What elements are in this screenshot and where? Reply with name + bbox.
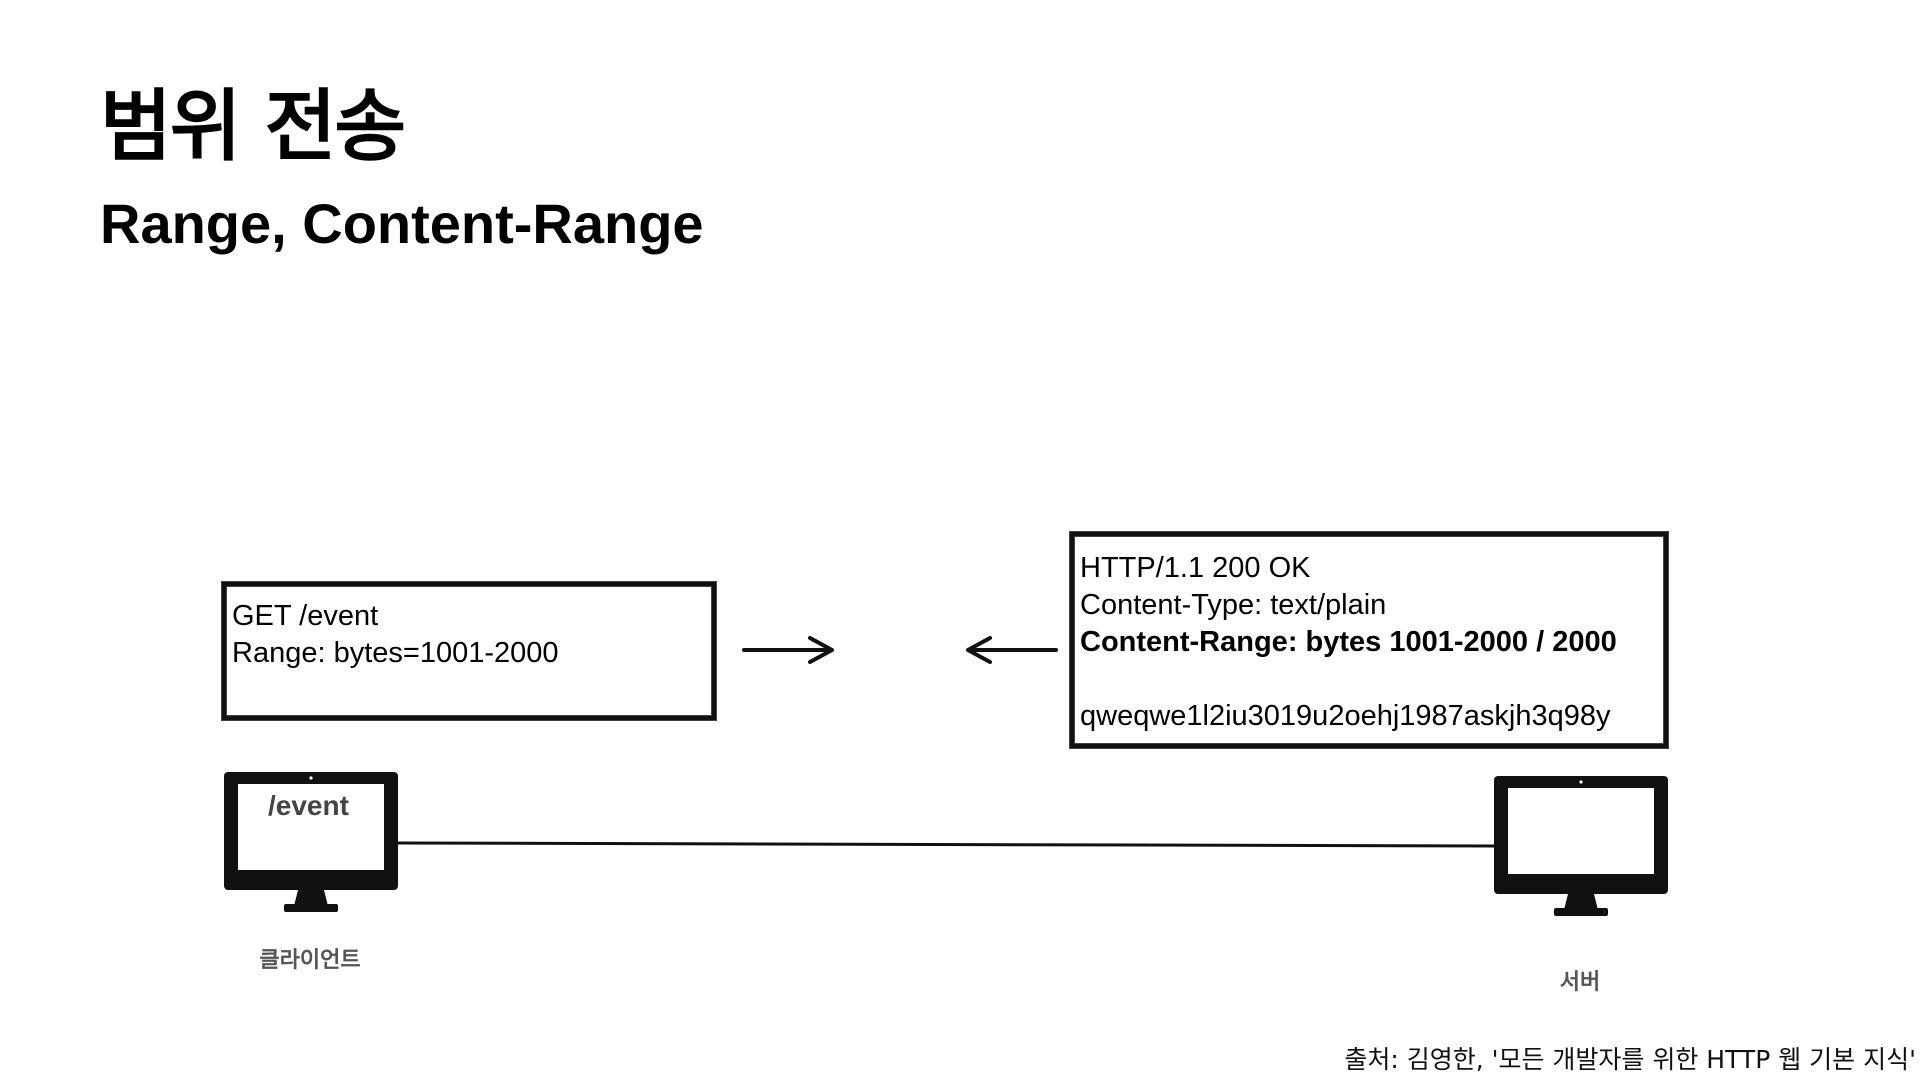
response-blank-line [1080, 661, 1664, 698]
server-label: 서버 [1559, 970, 1601, 995]
response-arrow-icon [966, 636, 1058, 664]
response-message-box: HTTP/1.1 200 OK Content-Type: text/plain… [1070, 532, 1668, 748]
client-screen-path: /event [268, 790, 349, 821]
request-range-header: Range: bytes=1001-2000 [232, 637, 559, 669]
source-credit: 출처: 김영한, '모든 개발자를 위한 HTTP 웹 기본 지식' [1344, 1045, 1916, 1074]
request-arrow-icon [742, 636, 834, 664]
response-content-type: Content-Type: text/plain [1080, 589, 1387, 621]
slide-title: 범위 전송 [100, 82, 406, 172]
response-status-line: HTTP/1.1 200 OK [1080, 552, 1311, 584]
server-monitor-icon [1494, 776, 1668, 916]
network-line [397, 841, 1497, 848]
response-body: qweqwe1l2iu3019u2oehj1987askjh3q98y [1080, 700, 1611, 732]
slide-subtitle: Range, Content-Range [100, 192, 704, 255]
response-content-range: Content-Range: bytes 1001-2000 / 2000 [1080, 626, 1617, 658]
client-label: 클라이언트 [259, 948, 361, 973]
request-line: GET /event [232, 600, 379, 632]
request-message-box: GET /event Range: bytes=1001-2000 [222, 582, 716, 720]
client-monitor-icon [224, 772, 398, 912]
